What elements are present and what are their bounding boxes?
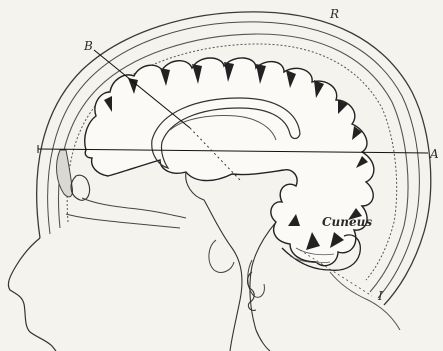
label-i: I [377, 289, 383, 303]
nasal-line [66, 214, 180, 228]
label-cuneus: Cuneus [322, 215, 372, 229]
neck-back [330, 272, 400, 330]
label-r: R [329, 7, 339, 21]
face-profile [8, 238, 56, 351]
label-b: B [83, 39, 93, 53]
label-a: A [429, 147, 439, 161]
ethmoid-plate [82, 198, 186, 218]
brainstem [186, 172, 242, 351]
ear [248, 272, 257, 310]
cerebrum-outline [85, 58, 374, 266]
brainstem-back [250, 222, 276, 351]
orbit [71, 175, 90, 200]
